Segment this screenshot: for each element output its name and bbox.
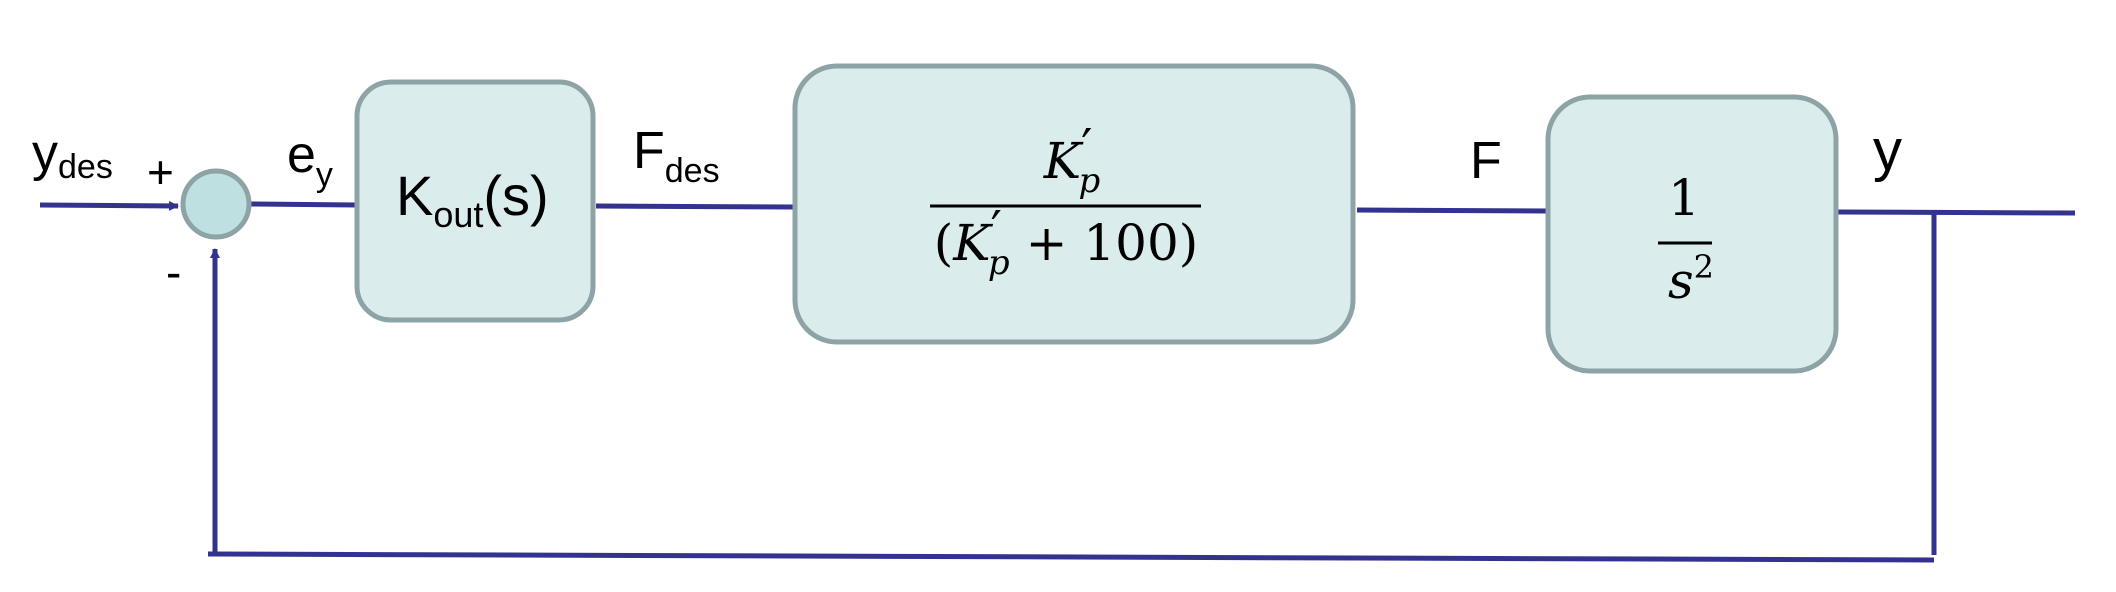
- input-label-main: y: [32, 124, 58, 182]
- summing-junction: [180, 168, 252, 240]
- fdes-label: Fdes: [633, 122, 720, 190]
- plant-denominator: s2: [1668, 248, 1714, 310]
- signal-lines: [39, 200, 2076, 563]
- actuator-num-prime: ′: [1081, 118, 1092, 176]
- controller-label: Kout(s): [396, 164, 549, 235]
- actuator-denominator: (K′p + 100): [934, 200, 1199, 283]
- actuator-num-sub: p: [1078, 161, 1100, 201]
- controller-label-sub: out: [433, 194, 483, 235]
- plant-block: [1545, 94, 1839, 374]
- controller-label-main: K: [396, 164, 433, 227]
- fdes-label-main: F: [633, 122, 665, 180]
- plus-sign: +: [147, 146, 174, 198]
- plant-numerator: 1: [1668, 169, 1700, 227]
- force-line: [1356, 207, 1549, 214]
- actuator-den-k: K: [952, 214, 993, 272]
- actuator-num-k: K: [1043, 132, 1084, 190]
- input-label: ydes: [32, 124, 113, 186]
- output-line: [1837, 209, 2076, 216]
- controller-block: [354, 79, 596, 323]
- input-line: [39, 200, 179, 211]
- actuator-den-prime: ′: [991, 200, 1002, 258]
- minus-sign: -: [166, 246, 181, 298]
- input-label-sub: des: [58, 148, 113, 186]
- output-label: y: [1873, 118, 1902, 183]
- actuator-den-open: (: [934, 214, 954, 272]
- actuator-block: [792, 63, 1356, 345]
- actuator-numerator: K′p: [1043, 118, 1100, 201]
- force-label: F: [1470, 132, 1502, 190]
- controller-label-tail: (s): [483, 164, 548, 227]
- actuator-den-sub: p: [988, 243, 1010, 283]
- feedback-bottom: [207, 551, 1935, 563]
- plant-den-exp: 2: [1694, 248, 1714, 286]
- error-line: [250, 201, 358, 208]
- fdes-label-sub: des: [665, 152, 720, 190]
- error-label: ey: [287, 126, 333, 194]
- error-label-main: e: [287, 126, 316, 184]
- error-label-sub: y: [316, 156, 333, 194]
- plant-den-base: s: [1668, 252, 1694, 310]
- actuator-den-rest: + 100): [1010, 214, 1199, 272]
- fdes-line: [595, 203, 794, 210]
